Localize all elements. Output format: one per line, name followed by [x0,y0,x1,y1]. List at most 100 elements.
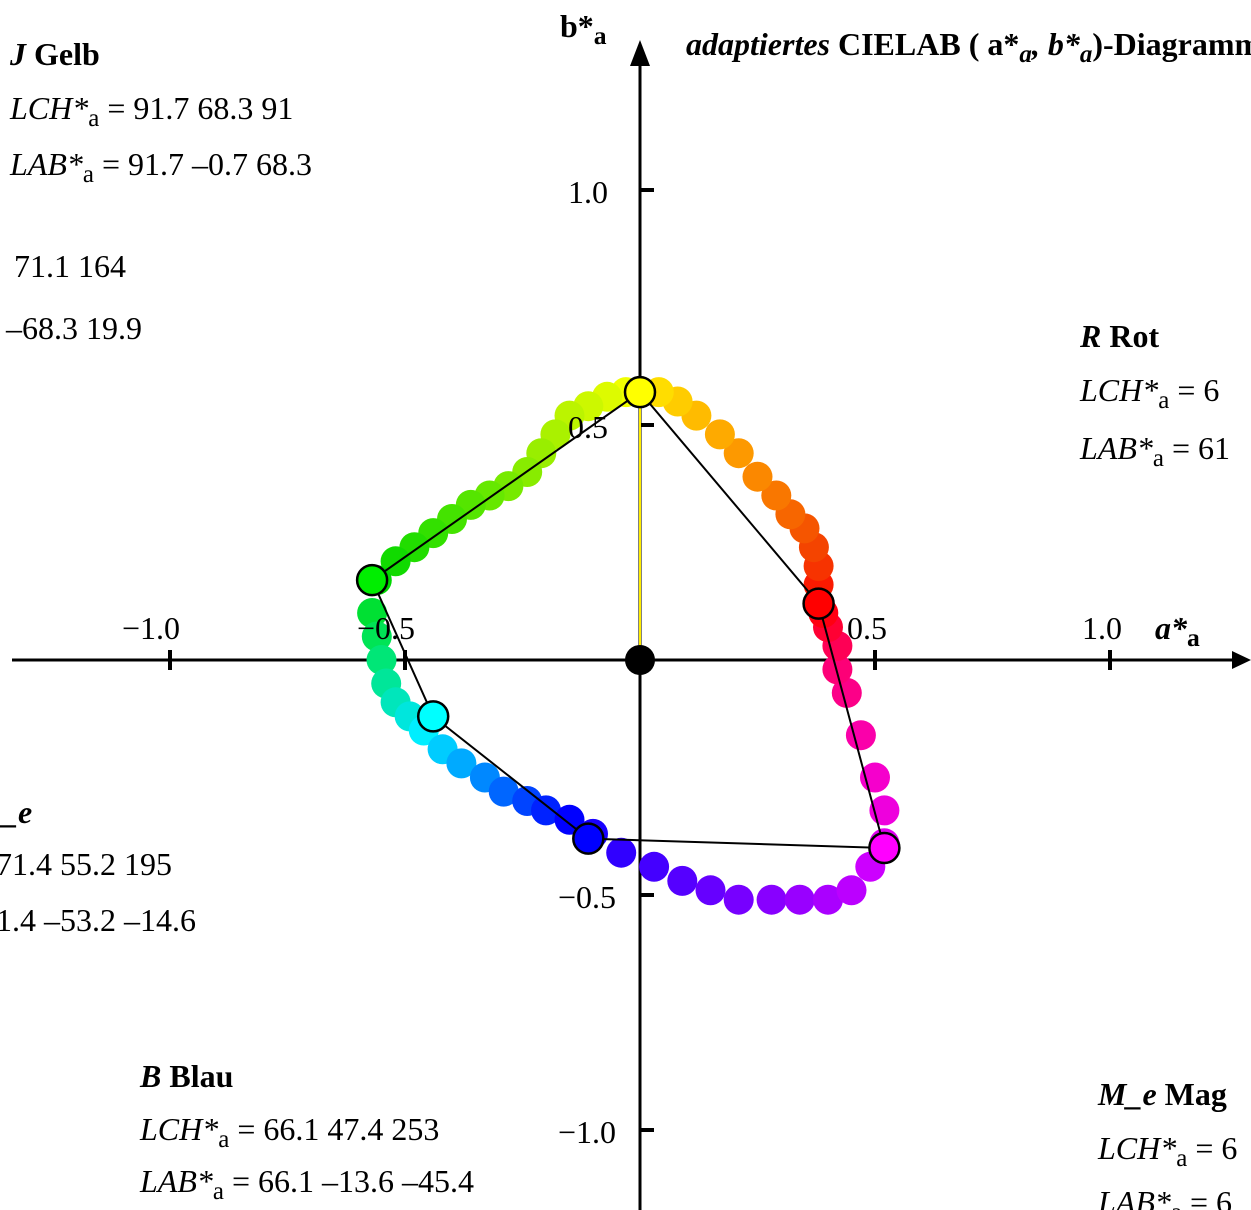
y-axis-label: b*a [560,8,607,48]
primary-me-marker [868,831,901,865]
annot-blau-lch-values: = 66.1 47.4 253 [229,1111,440,1147]
title-sub2: a [1079,40,1093,68]
hue-dot-9 [704,419,735,450]
annot-blau-lch: LCH*a = 66.1 47.4 253 [140,1111,440,1152]
primary-b-marker [572,822,605,855]
title-mid: , b* [1031,26,1080,62]
annot-magenta-lch: LCH*a = 6 [1098,1130,1238,1171]
y-axis-arrow [630,40,650,66]
x-axis-arrow [1232,651,1251,669]
chart-title: adaptiertes CIELAB ( a*a, b*a)-Diagramm [686,26,1251,68]
annot-blau-lab: LAB*a = 66.1 –13.6 –45.4 [140,1163,475,1204]
origin-marker [625,645,655,675]
annot-magenta-code: M_e [1098,1076,1157,1112]
hue-dot-45 [639,851,670,882]
annot-cyan-code: _e [2,794,33,830]
annot-magenta-lab: LAB*a = 6 [1098,1186,1232,1210]
title-italic: adaptiertes [686,26,830,62]
annot-magenta-lch-sub: a [1176,1144,1188,1172]
annot-blau-lch-sub: a [218,1125,230,1153]
annot-rot-lab-prefix: LAB* [1080,430,1153,466]
x-tick-label-2: 0.5 [847,610,887,646]
hue-dot-30 [361,621,392,652]
hue-dot-51 [813,884,843,915]
annot-blau-name: Blau [169,1058,234,1094]
hue-dot-41 [531,795,561,826]
hue-dot-46 [667,865,698,896]
annot-blau-lab-values: = 66.1 –13.6 –45.4 [223,1163,475,1199]
annot-blau-heading: B Blau [140,1060,233,1092]
hue-dot-29 [357,598,388,628]
annot-gelb-code: J [10,36,26,72]
annot-cyan-lch: 71.4 55.2 195 [0,846,172,882]
annot-blau-code: B [140,1058,162,1094]
hue-dot-7 [742,461,773,492]
hue-dot-39 [488,776,519,807]
annot-gelb-lab-values: = 91.7 –0.7 68.3 [93,146,313,182]
annot-magenta-heading: M_e Mag [1098,1078,1227,1110]
annot-gelb-lch-sub: a [88,104,100,132]
annot-rot-heading: R Rot [1080,320,1159,352]
x-axis-label: a*a [1155,610,1200,650]
annot-magenta-lch-values: = 6 [1187,1130,1238,1166]
annot-gelb-heading: J Gelb [10,38,100,70]
title-sub1: a [1019,40,1032,68]
annot-gelb-lch-prefix: LCH* [10,90,89,126]
annot-rot-lch-prefix: LCH* [1080,372,1159,408]
hue-dot-44 [606,837,637,868]
hue-dot-31 [366,645,397,675]
annot-magenta-lch-prefix: LCH* [1098,1130,1177,1166]
x-axis-label-sub: a [1187,623,1200,653]
hue-dot-48 [723,884,754,915]
annot-rot-code: R [1080,318,1102,354]
primary-polygon [370,390,886,850]
annot-rot-name: Rot [1109,318,1160,354]
primary-j-marker [623,375,657,409]
annot-gelb-lab: LAB*a = 91.7 –0.7 68.3 [10,146,313,187]
annot-blau-lab-sub: a [212,1177,224,1205]
hue-dot-49 [756,884,787,915]
hue-dot-57 [845,720,876,751]
x-tick-label-3: 1.0 [1082,610,1122,646]
hue-dot-52 [836,875,867,906]
annot-rot-lab-values: = 61 [1163,430,1231,466]
annot-gruen-lab: –68.3 19.9 [6,310,142,346]
annot-gruen-lch: 71.1 164 [14,248,126,284]
hue-dot-8 [723,438,754,469]
primary-ce-marker [416,700,450,733]
x-axis-label-main: a* [1155,610,1187,646]
annot-magenta-lab-values: = 6 [1181,1184,1233,1210]
hue-dot-50 [784,884,815,915]
hue-dot-37 [446,748,477,779]
hue-dot-59 [822,654,853,685]
annot-gelb-name: Gelb [34,36,100,72]
annot-magenta-lab-sub: a [1171,1199,1182,1210]
y-tick-label-2: −0.5 [558,879,617,915]
y-tick-label-1: 0.5 [568,409,608,445]
x-tick-label-1: −0.5 [357,610,416,646]
x-tick-label-0: −1.0 [122,610,181,646]
annot-gelb-lch: LCH*a = 91.7 68.3 91 [10,90,294,131]
annot-magenta-lab-prefix: LAB* [1098,1184,1171,1210]
annot-rot-lch-sub: a [1158,386,1170,414]
annot-blau-lab-prefix: LAB* [140,1163,213,1199]
title-bold: CIELAB ( a* [837,26,1020,62]
annot-rot-lch: LCH*a = 6 [1080,372,1220,413]
y-axis-label-sub: a [593,21,607,51]
annot-rot-lab-sub: a [1152,444,1164,472]
annot-blau-lch-prefix: LCH* [140,1111,219,1147]
annot-rot-lab: LAB*a = 61 [1080,430,1231,471]
annot-magenta-name: Mag [1164,1076,1227,1112]
annot-rot-lch-values: = 6 [1169,372,1220,408]
y-axis-label-main: b* [560,8,594,44]
y-tick-label-0: 1.0 [568,174,608,210]
annot-cyan-heading: _e [2,796,32,828]
hue-dot-58 [831,677,862,708]
hue-dot-6 [761,480,792,511]
annot-gelb-lch-values: = 91.7 68.3 91 [99,90,294,126]
hue-dot-47 [695,875,726,906]
title-end: )-Diagramm [1092,26,1251,62]
annot-gelb-lab-sub: a [82,160,94,188]
